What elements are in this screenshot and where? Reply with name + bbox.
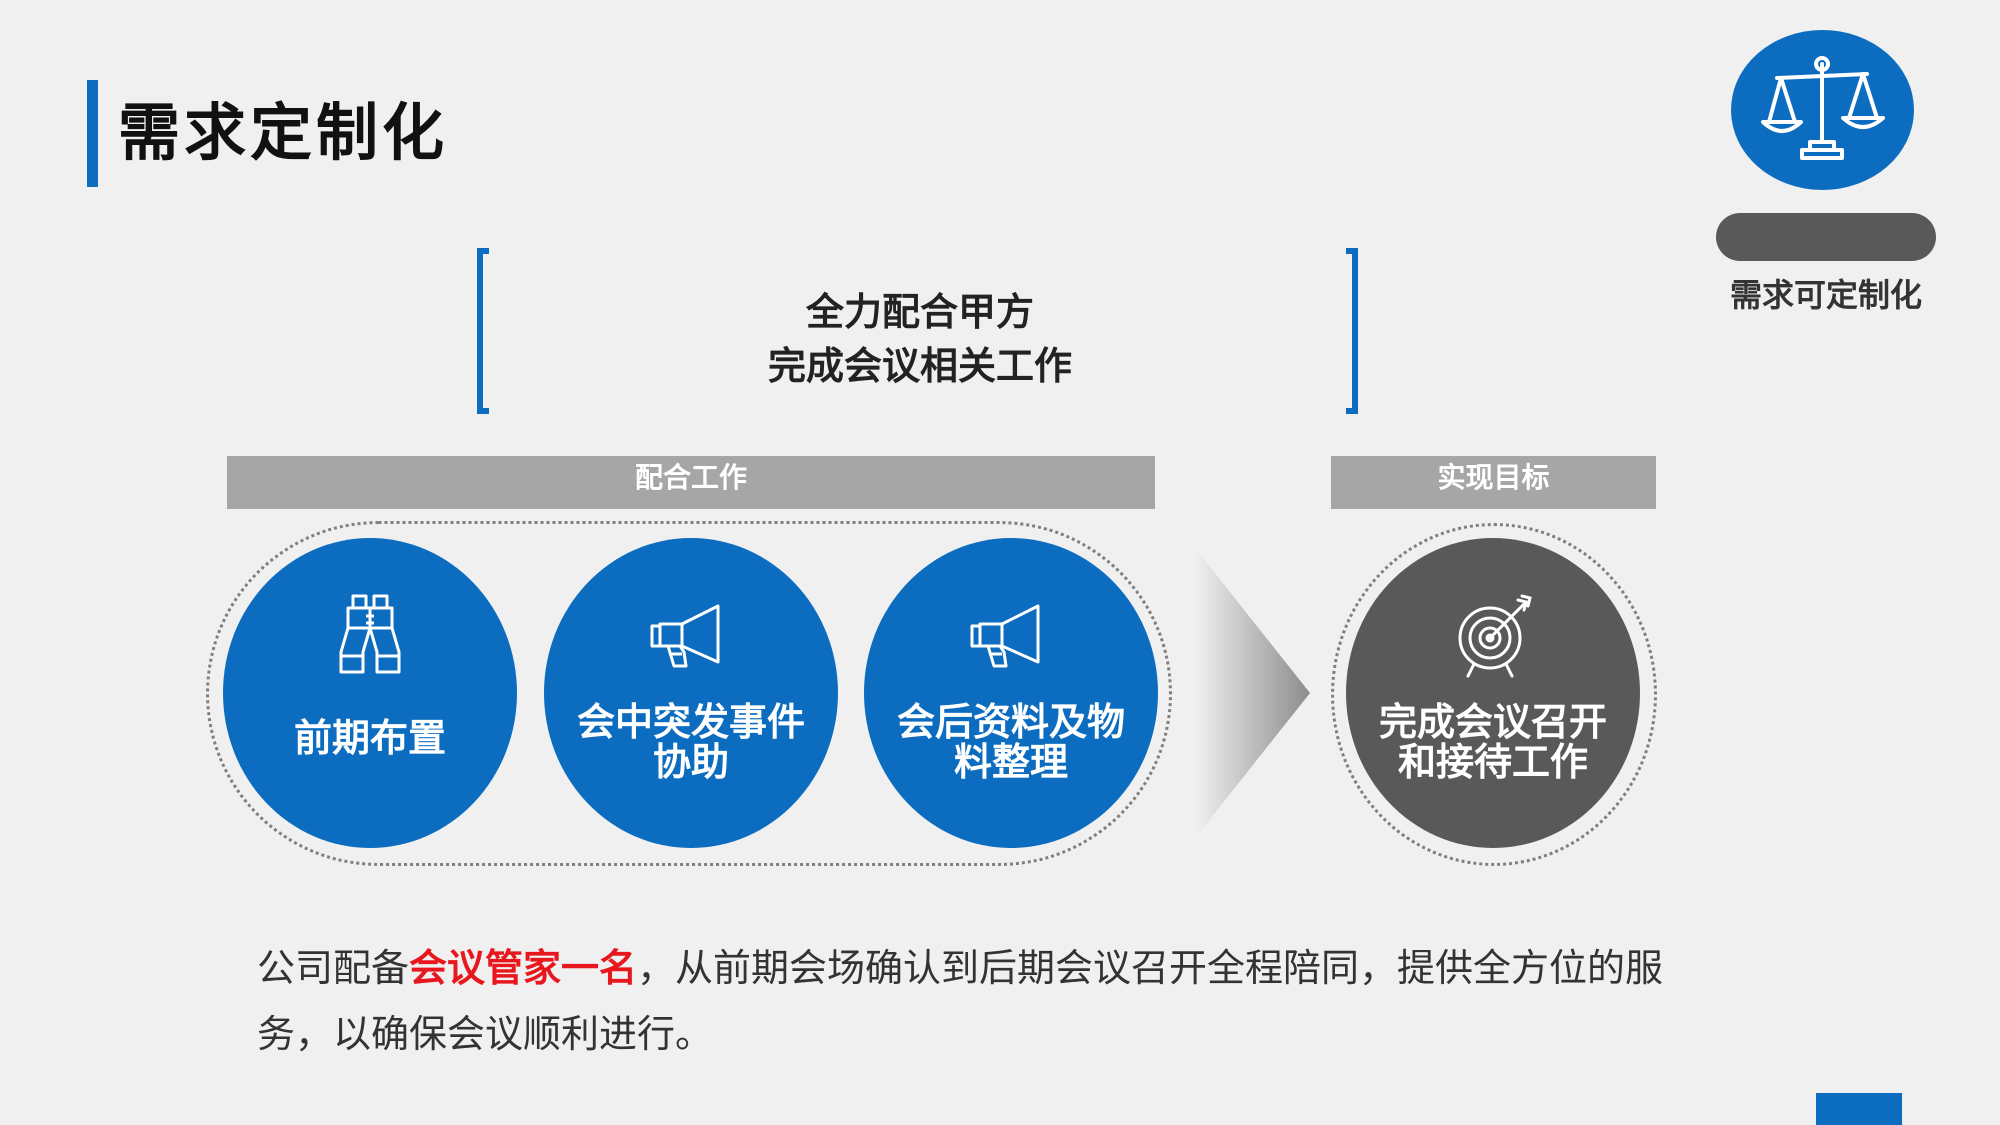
target-icon: [1458, 594, 1532, 678]
corner-accent-tab: [1816, 1093, 1902, 1125]
page-title: 需求定制化: [118, 96, 449, 169]
step-label-line-1: 会后资料及物: [896, 700, 1125, 744]
binoculars-icon: [339, 594, 401, 674]
cooperate-bar: 配合工作: [227, 456, 1155, 509]
summary-highlight: 会议管家一名: [409, 946, 638, 990]
goal-complete-meeting: 完成会议召开 和接待工作: [1346, 538, 1640, 848]
goal-bar: 实现目标: [1331, 456, 1656, 509]
steps-group-outline: [206, 521, 1172, 866]
badge-pill: [1716, 213, 1936, 261]
chevron-right-icon: [1195, 548, 1310, 838]
step-early-setup: 前期布置: [223, 538, 517, 848]
goal-label: 完成会议召开 和接待工作: [1346, 702, 1640, 782]
right-bracket: [1346, 248, 1358, 414]
step-label-line-2: 料整理: [953, 740, 1068, 784]
summary-prefix: 公司配备: [257, 946, 410, 990]
step-label: 前期布置: [223, 718, 517, 758]
summary-text: 公司配备会议管家一名，从前期会场确认到后期会议召开全程陪同，提供全方位的服务，以…: [257, 935, 1677, 1067]
megaphone-icon: [650, 604, 720, 668]
left-bracket: [477, 248, 489, 414]
headline-line-1: 全力配合甲方: [805, 290, 1034, 334]
step-label-line-1: 前期布置: [293, 716, 446, 760]
headline: 全力配合甲方 完成会议相关工作: [500, 285, 1340, 393]
step-label: 会后资料及物 料整理: [864, 702, 1158, 782]
step-label-line-1: 会中突发事件: [576, 700, 805, 744]
balance-scale-icon: [1761, 56, 1885, 160]
step-materials-sorting: 会后资料及物 料整理: [864, 538, 1158, 848]
title-accent-bar: [87, 80, 98, 187]
goal-label-line-2: 和接待工作: [1397, 740, 1588, 784]
summary-rest: ，从前期会场确认到后期会议召开全程陪同，提供全方位的服务，以确保会议顺利进行。: [257, 946, 1664, 1056]
goal-outline: [1331, 523, 1657, 866]
goal-label-line-1: 完成会议召开: [1378, 700, 1607, 744]
step-label: 会中突发事件 协助: [544, 702, 838, 782]
step-label-line-2: 协助: [652, 740, 729, 784]
badge-circle: [1731, 30, 1914, 190]
badge-label: 需求可定制化: [1729, 276, 1922, 314]
step-onsite-assist: 会中突发事件 协助: [544, 538, 838, 848]
megaphone-icon: [970, 604, 1040, 668]
headline-line-2: 完成会议相关工作: [767, 344, 1072, 388]
